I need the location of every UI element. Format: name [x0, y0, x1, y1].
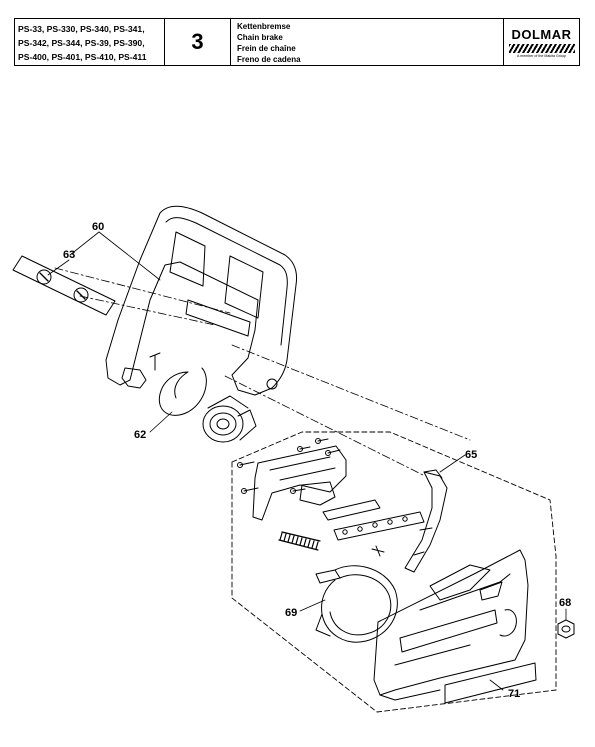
callout-63: 63	[63, 249, 75, 261]
link-chain-part	[333, 511, 425, 557]
callout-62: 62	[134, 429, 146, 441]
spring-ring-part	[158, 367, 207, 416]
brake-band-part	[315, 565, 398, 643]
brake-mechanism-part	[237, 438, 347, 521]
title-fr: Frein de chaîne	[237, 43, 296, 53]
callout-71: 71	[508, 688, 520, 700]
callout-65: 65	[465, 449, 477, 461]
model-line: PS-342, PS-344, PS-39, PS-390,	[18, 37, 145, 48]
sprocket-cover-part	[373, 549, 529, 701]
guide-label-part	[444, 662, 537, 704]
section-titles: Kettenbremse Chain brake Frein de chaîne…	[231, 19, 503, 65]
model-list: PS-33, PS-330, PS-340, PS-341, PS-342, P…	[15, 19, 165, 65]
hand-guard-part	[105, 205, 298, 396]
parts-header: PS-33, PS-330, PS-340, PS-341, PS-342, P…	[14, 18, 580, 66]
model-line: PS-33, PS-330, PS-340, PS-341,	[18, 23, 145, 34]
title-de: Kettenbremse	[237, 21, 291, 31]
brake-lever-part	[404, 469, 448, 573]
callout-60: 60	[92, 221, 104, 233]
title-en: Chain brake	[237, 32, 283, 42]
title-es: Freno de cadena	[237, 54, 301, 64]
brand-name: DOLMAR	[511, 26, 572, 42]
brand-tagline: A member of the Makita Group	[517, 53, 566, 58]
callout-68: 68	[559, 597, 571, 609]
alignment-lines	[54, 267, 471, 477]
section-number: 3	[165, 19, 231, 65]
model-line: PS-400, PS-401, PS-410, PS-411	[18, 52, 147, 63]
brand-logo: DOLMAR A member of the Makita Group	[503, 19, 579, 65]
warning-label-part	[12, 255, 116, 316]
coil-spring-part	[278, 531, 321, 551]
assembly-outline	[231, 431, 557, 713]
leader-lines	[47, 231, 567, 691]
brake-drum-part	[202, 395, 257, 443]
plate-part	[322, 499, 381, 521]
nut-part	[557, 619, 575, 639]
brand-stripes	[508, 43, 575, 53]
callout-69: 69	[285, 607, 297, 619]
